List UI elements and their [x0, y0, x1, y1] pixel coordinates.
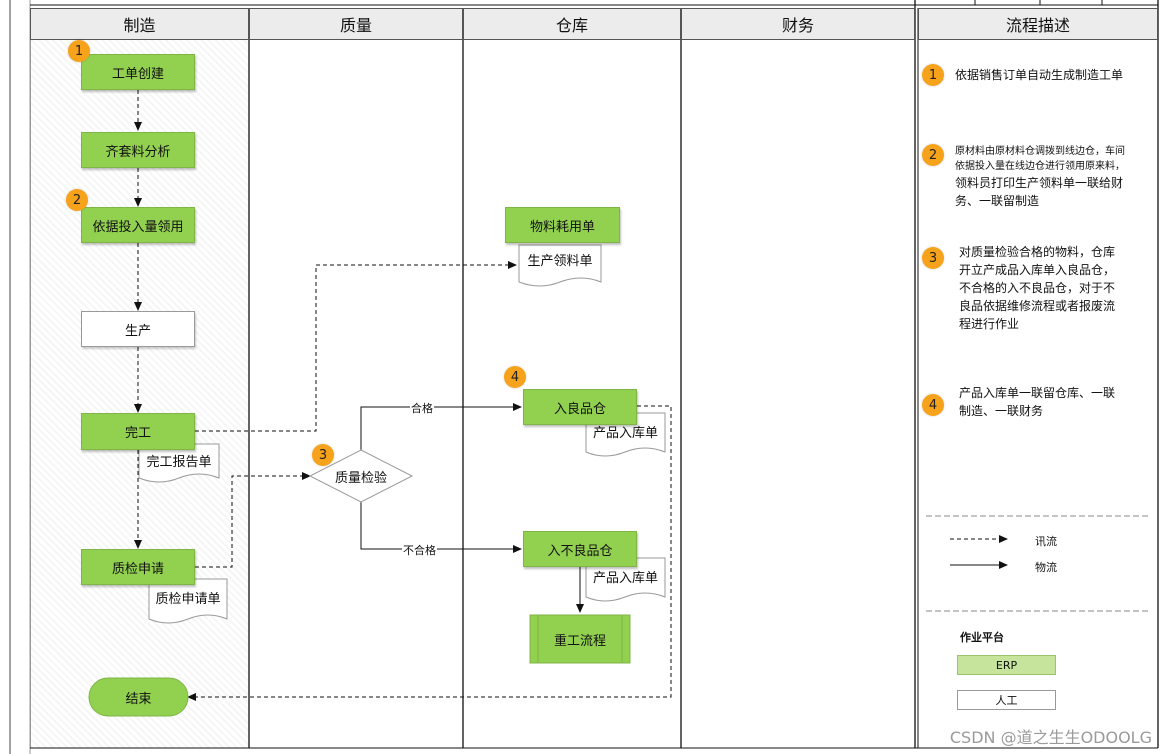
node-work-order-create: 工单创建	[81, 54, 195, 90]
description-step-3-line-1: 对质量检验合格的物料，仓库	[959, 245, 1116, 259]
edge-good-to-end	[187, 405, 672, 701]
lane-header-quality: 质量	[249, 8, 463, 40]
legend-platform-title: 作业平台	[960, 631, 1004, 644]
node-good-warehouse: 入良品仓	[523, 389, 637, 425]
node-bad-warehouse: 入不良品仓	[523, 531, 637, 567]
lane-header-warehouse: 仓库	[463, 8, 681, 40]
node-rework: 重工流程	[553, 633, 606, 649]
edge-label-pass: 合格	[410, 400, 434, 416]
doc-issue-form-shape	[518, 244, 602, 287]
legend-erp: ERP	[957, 655, 1056, 675]
description-step-2-line-2: 依据投入量在线边仓进行领用原来料，	[955, 161, 1125, 172]
node-quality-check: 质量检验	[334, 470, 387, 486]
desc-badge-1: 1	[922, 64, 944, 86]
step-badge-4: 4	[504, 366, 526, 388]
description-step-1: 依据销售订单自动生成制造工单	[955, 68, 1124, 82]
doc-qc-request-form-shape	[148, 578, 228, 624]
node-completion: 完工	[81, 413, 195, 450]
legend-info-flow: 讯流	[1035, 535, 1057, 548]
lane-header-manufacturing: 制造	[30, 8, 249, 40]
node-qc-request: 质检申请	[81, 549, 195, 585]
lane-manufacturing-bg	[30, 8, 249, 748]
doc-bad-receipt-form: 产品入库单	[592, 570, 658, 586]
description-step-4-line-1: 产品入库单一联留仓库、一联	[959, 386, 1116, 400]
step-badge-3: 3	[312, 444, 334, 466]
node-production: 生产	[81, 311, 195, 347]
desc-badge-3: 3	[922, 247, 944, 269]
node-kit-analysis: 齐套料分析	[81, 132, 195, 168]
description-step-4-line-2: 制造、一联财务	[959, 404, 1044, 418]
desc-badge-2: 2	[922, 144, 944, 166]
node-material-consumption: 物料耗用单	[505, 207, 620, 243]
description-step-3-line-5: 程进行作业	[959, 317, 1020, 331]
description-step-2-line-3: 领料员打印生产领料单一联给财	[955, 176, 1124, 190]
description-step-3-line-2: 开立产成品入库单入良品仓，	[959, 263, 1116, 277]
doc-production-issue-form: 生产领料单	[527, 253, 593, 269]
lane-header-finance: 财务	[681, 8, 915, 40]
description-step-2-line-1: 原材料由原材料仓调拨到线边仓，车间	[955, 146, 1125, 157]
doc-bad-receipt-shape	[585, 557, 666, 602]
edge-label-fail: 不合格	[402, 542, 437, 558]
legend-material-flow: 物流	[1035, 561, 1057, 574]
lane-header-process-description: 流程描述	[918, 8, 1158, 40]
edge-pass	[360, 403, 522, 450]
lane-description-bg	[916, 8, 1158, 748]
description-step-2-line-4: 务、一联留制造	[955, 194, 1040, 208]
edge-complete-to-issue-form	[195, 261, 517, 432]
step-badge-1: 1	[68, 40, 90, 62]
step-badge-2: 2	[66, 189, 88, 211]
decision-diamond-shape	[308, 449, 414, 503]
end-terminator-shape	[88, 677, 189, 717]
desc-badge-4: 4	[922, 394, 944, 416]
node-end: 结束	[125, 691, 152, 707]
description-step-3-line-3: 不合格的入不良品仓，对于不	[959, 281, 1116, 295]
doc-completion-report-shape	[138, 443, 220, 483]
description-step-3-line-4: 良品依据维修流程或者报废流	[959, 299, 1116, 313]
watermark: CSDN @道之生生ODOOLG	[949, 728, 1152, 747]
node-issue-by-input: 依据投入量领用	[81, 207, 195, 243]
legend-manual: 人工	[957, 690, 1056, 710]
edge-fail	[360, 500, 522, 553]
doc-completion-report: 完工报告单	[146, 454, 212, 470]
doc-good-receipt-form: 产品入库单	[592, 425, 658, 441]
doc-qc-request-form: 质检申请单	[155, 591, 221, 607]
